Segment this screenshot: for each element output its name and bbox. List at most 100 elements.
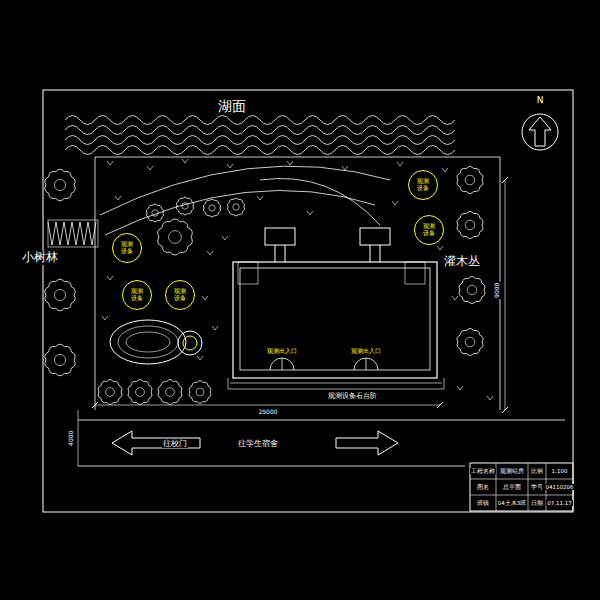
map-label: 4000 [69, 429, 76, 446]
title-block-cell: 学号 [530, 484, 544, 490]
title-block-line [528, 463, 529, 511]
path-curve [260, 178, 380, 225]
grass-mark [397, 162, 403, 166]
pond [118, 326, 178, 358]
equipment-circle: 观测设备 [414, 215, 444, 245]
grass-mark [487, 396, 493, 400]
stair [405, 262, 425, 284]
map-label: 观测出入口 [350, 348, 382, 355]
building-outline [233, 262, 437, 378]
title-block-cell: 工程名称 [470, 468, 496, 474]
equipment-label: 观测设备 [423, 223, 436, 236]
title-block-cell: 1:100 [551, 468, 569, 474]
tree-symbol [98, 380, 122, 405]
hedge [48, 222, 96, 245]
hedge-box [48, 220, 98, 247]
grass-mark [227, 164, 233, 168]
grass-marks [102, 159, 493, 400]
grass-mark [442, 168, 448, 172]
grass-mark [212, 326, 218, 330]
tree-symbol [457, 167, 483, 194]
tree-trunk [209, 205, 215, 211]
tree-symbol [128, 380, 152, 405]
tree-trunk [196, 388, 204, 396]
drawing-frame [43, 90, 573, 512]
map-label: 往学生宿舍 [237, 440, 279, 449]
steps [230, 383, 442, 384]
tree-trunk [136, 388, 145, 397]
map-label: 观测出入口 [266, 348, 298, 355]
steps [444, 378, 445, 389]
map-label: 湖面 [217, 99, 247, 114]
equipment-circle: 观测设备 [112, 233, 142, 263]
title-block-cell: 07.11.17 [546, 500, 573, 506]
entrance [360, 228, 390, 245]
tree-trunk [233, 204, 239, 210]
grass-mark [437, 246, 443, 250]
road-arrow [336, 431, 398, 455]
equipment-label: 观测设备 [131, 288, 144, 301]
tree-trunk [166, 388, 175, 397]
map-label: 25000 [257, 409, 278, 416]
tree-symbol [45, 169, 75, 201]
tree-symbol [158, 380, 182, 405]
grass-mark [197, 356, 203, 360]
north-arrow [529, 117, 551, 146]
map-label: 小树林 [21, 251, 59, 264]
grass-mark [392, 201, 398, 205]
map-label: 往校门 [162, 440, 188, 449]
grass-mark [222, 236, 228, 240]
tree-symbol [158, 219, 193, 255]
door-swing [270, 358, 294, 370]
grass-mark [287, 161, 293, 165]
tree-trunk [54, 354, 65, 365]
title-block-line [470, 495, 573, 496]
lake-waves [65, 116, 455, 155]
rockery [178, 331, 202, 355]
grass-mark [202, 296, 208, 300]
grass-mark [342, 166, 348, 170]
steps [228, 378, 229, 389]
stair [238, 262, 258, 284]
tree-symbol [457, 212, 483, 239]
grass-mark [107, 161, 113, 165]
equipment-circle: 观测设备 [122, 280, 152, 310]
grass-mark [207, 251, 213, 255]
grass-mark [307, 211, 313, 215]
equipment-label: 观测设备 [174, 288, 187, 301]
dimension-line [78, 410, 79, 466]
tree-trunk [467, 285, 477, 295]
wave-line [65, 116, 455, 125]
dimension-tick [92, 402, 98, 408]
map-label: 观测设备石台阶 [327, 393, 378, 401]
tree-symbol [146, 204, 163, 222]
grass-mark [457, 386, 463, 390]
tree-trunk [465, 337, 475, 347]
tree-symbol [189, 381, 211, 404]
tree-trunk [465, 175, 475, 185]
map-label: N [536, 96, 545, 106]
tree-symbol [457, 329, 483, 356]
entrance [285, 245, 286, 262]
dimension-line [505, 180, 506, 410]
grass-mark [102, 316, 108, 320]
road-edge [78, 466, 465, 467]
title-block-cell: 04土木3班 [497, 500, 528, 506]
dimension-line [95, 405, 440, 406]
title-block-cell: 比例 [530, 468, 544, 474]
path-curve [105, 190, 375, 235]
tree-trunk [54, 179, 65, 190]
tree-trunk [54, 289, 65, 300]
north-circle [522, 114, 558, 150]
wave-line [65, 136, 455, 145]
entrance [370, 245, 371, 262]
pond [126, 332, 170, 352]
tree-symbol [459, 277, 485, 304]
tree-symbol [227, 198, 244, 216]
grass-mark [107, 276, 113, 280]
equipment-circle: 观测设备 [165, 280, 195, 310]
entrance [265, 228, 295, 245]
building-inner [240, 268, 430, 370]
